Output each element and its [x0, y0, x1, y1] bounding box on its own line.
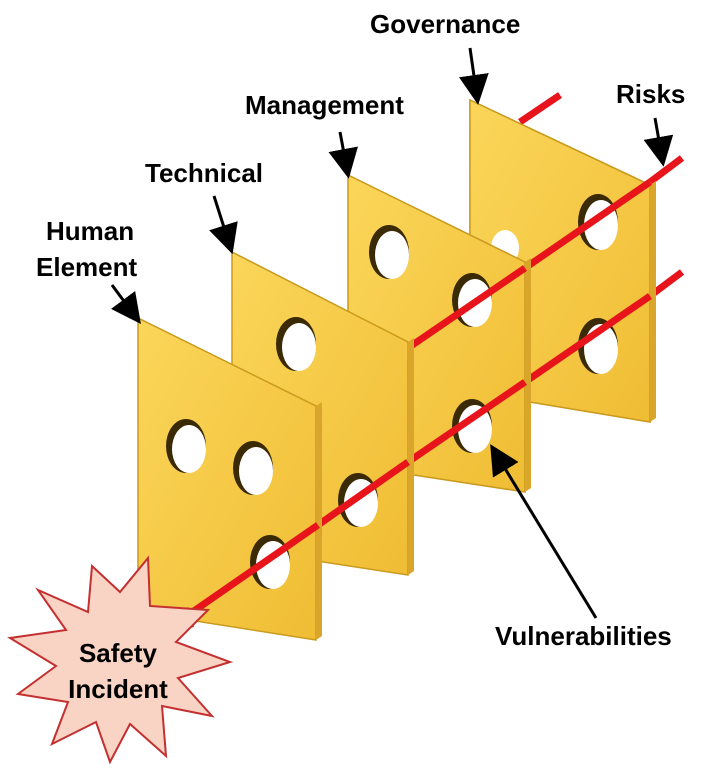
risk-ray-top-back [518, 92, 562, 125]
vulnerabilities-arrow [490, 444, 598, 619]
label-management: Management [245, 90, 404, 120]
risk-ray-bottom-through-mgmt [406, 379, 527, 465]
risk-ray-exit [176, 522, 320, 625]
safety-incident-burst: Safety Incident [7, 555, 234, 765]
label-human-line2: Element [36, 252, 137, 282]
label-risks: Risks [616, 79, 685, 109]
management-arrow [328, 131, 358, 179]
human-element-arrow [110, 284, 141, 325]
risk-ray-top-front [406, 265, 527, 351]
risk-ray-bottom-through-tech [315, 459, 411, 528]
technical-arrow [209, 195, 238, 255]
risks-arrow [643, 117, 674, 167]
label-technical: Technical [145, 158, 263, 188]
risk-ray-bottom-mid [523, 293, 652, 385]
risk-ray-top-back-2 [647, 155, 685, 185]
incident-label-line2: Incident [68, 674, 168, 704]
label-governance: Governance [370, 9, 520, 39]
label-vulnerabilities: Vulnerabilities [495, 621, 672, 651]
risk-ray-top-mid [523, 179, 652, 271]
incident-label-line1: Safety [79, 638, 158, 668]
label-human-line1: Human [46, 216, 134, 246]
governance-arrow [459, 47, 489, 105]
